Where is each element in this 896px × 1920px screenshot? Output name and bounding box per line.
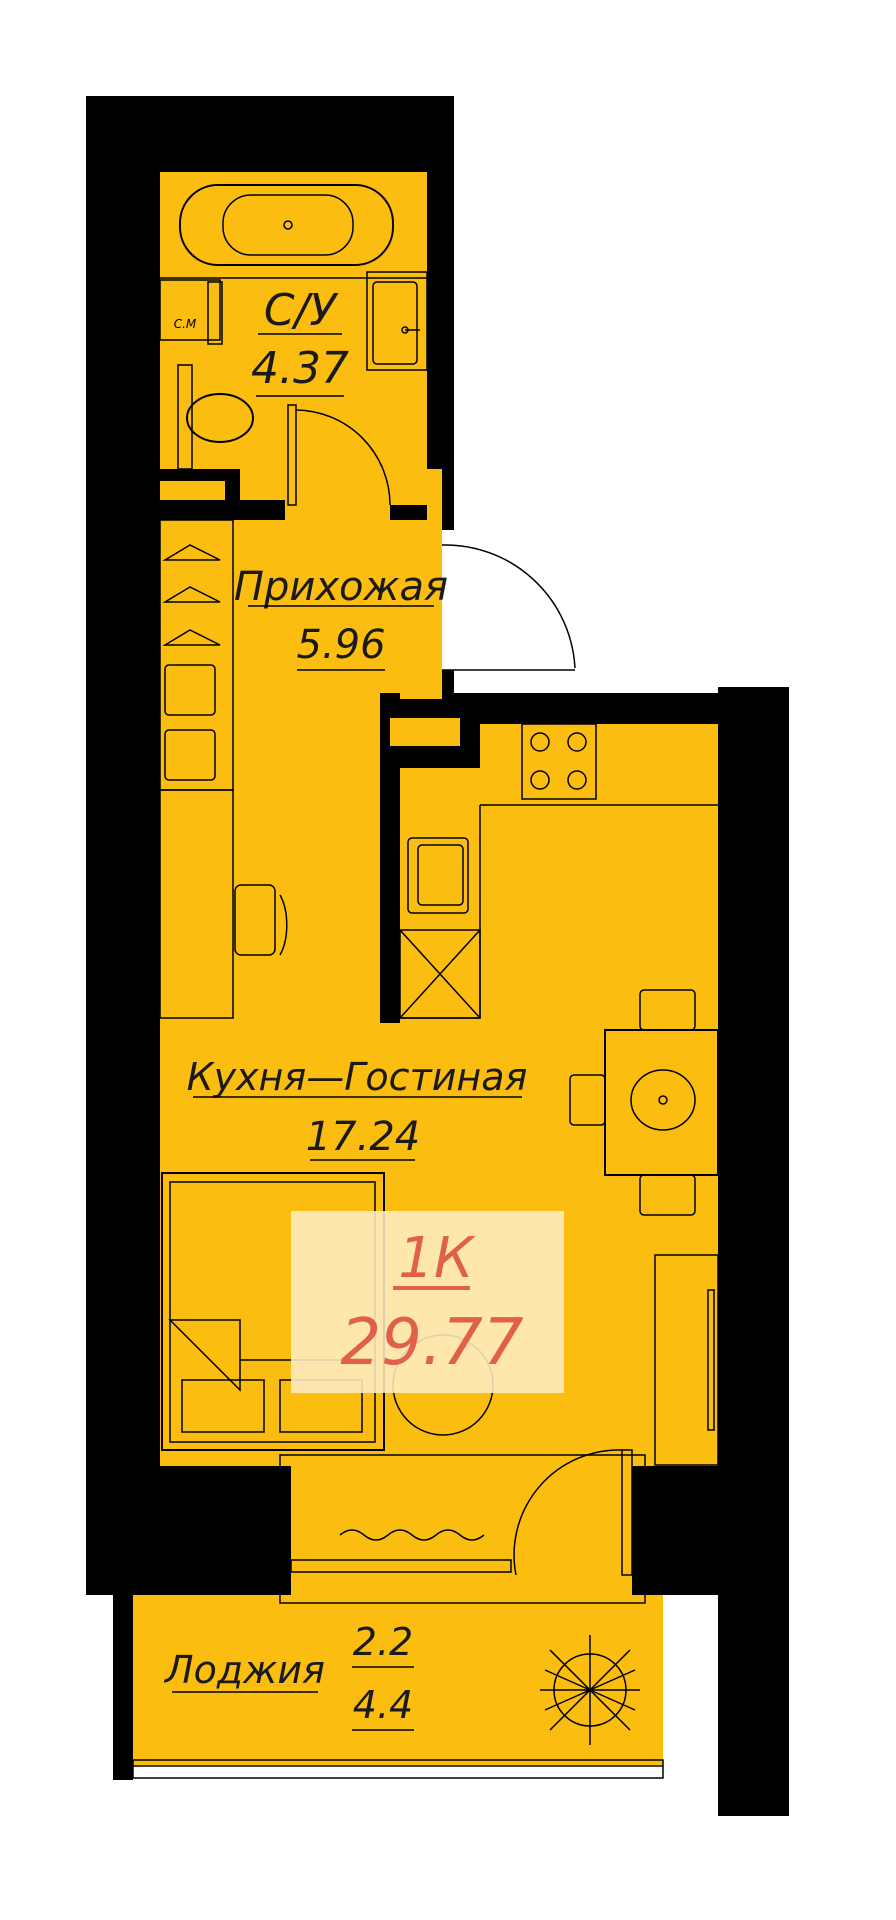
svg-text:Кухня—Гостиная: Кухня—Гостиная	[187, 1055, 528, 1099]
loggia-railing	[132, 1759, 664, 1779]
balcony-door	[279, 1449, 646, 1604]
svg-text:4.4: 4.4	[353, 1683, 413, 1727]
entrance-door	[441, 530, 576, 671]
tv-stand-icon	[654, 1254, 719, 1466]
apartment-summary-badge: 1К 29.77	[291, 1211, 564, 1393]
svg-text:29.77: 29.77	[340, 1306, 524, 1380]
plant-icon	[540, 1635, 640, 1745]
fridge-icon	[399, 929, 481, 1019]
washing-machine-icon: С.М	[159, 279, 223, 345]
svg-text:1К: 1К	[398, 1226, 476, 1291]
svg-text:С.М: С.М	[174, 317, 197, 331]
room-label-loggia: Лоджия 2.2 4.4	[163, 1620, 414, 1731]
desk-icon	[159, 789, 288, 1019]
svg-text:Лоджия: Лоджия	[163, 1648, 325, 1692]
toilet-icon	[177, 364, 254, 470]
stove-icon	[521, 723, 597, 800]
room-label-hallway: Прихожая 5.96	[234, 564, 448, 671]
svg-text:С/У: С/У	[264, 285, 340, 336]
bathtub-icon	[179, 184, 394, 266]
svg-text:17.24: 17.24	[306, 1114, 421, 1160]
svg-text:2.2: 2.2	[353, 1620, 413, 1664]
bathroom-door	[287, 404, 391, 506]
room-label-bathroom: С/У 4.37	[251, 285, 349, 397]
loggia-area	[133, 1595, 663, 1765]
kitchen-sink-icon	[407, 837, 469, 914]
svg-text:4.37: 4.37	[251, 343, 349, 394]
bathroom-area	[160, 172, 427, 469]
dining-table-icon	[569, 989, 719, 1216]
svg-text:5.96: 5.96	[296, 622, 385, 668]
room-label-kitchen-living: Кухня—Гостиная 17.24	[187, 1055, 528, 1161]
svg-text:Прихожая: Прихожая	[234, 564, 448, 610]
hallway-lower	[160, 690, 380, 730]
sink-icon	[366, 271, 428, 371]
